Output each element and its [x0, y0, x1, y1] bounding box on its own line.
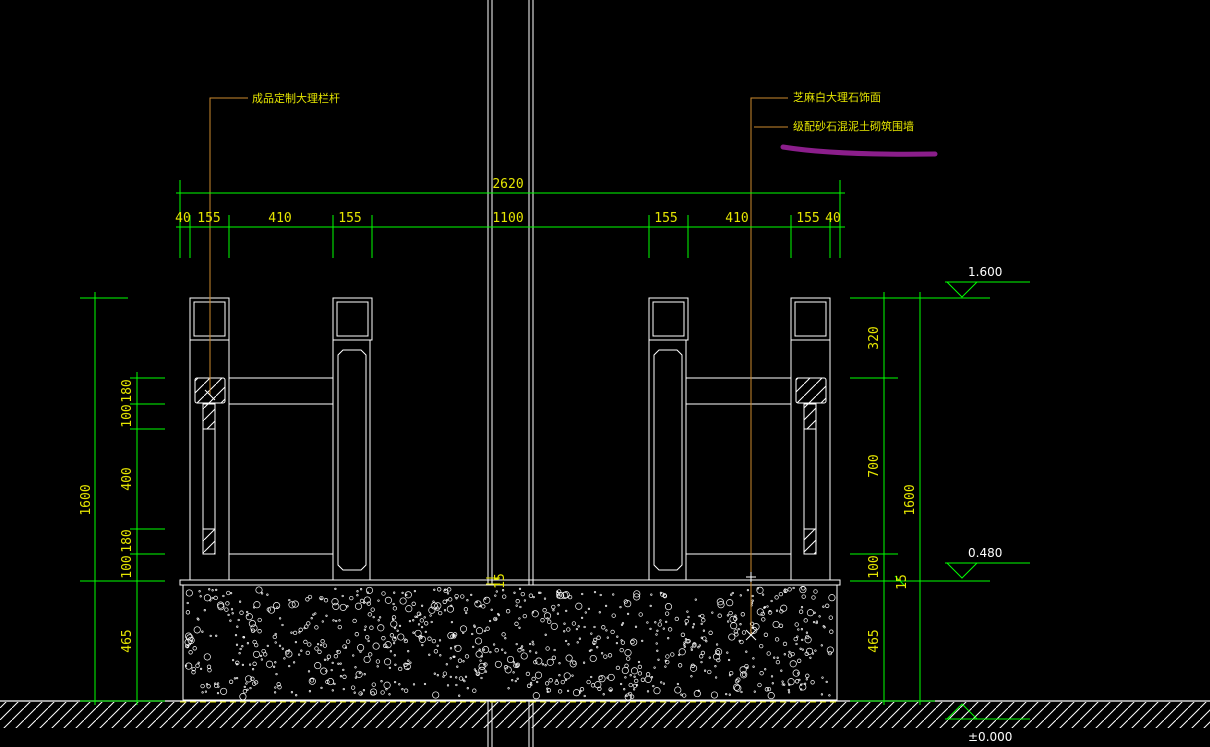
- level-mid-label: 0.480: [968, 546, 1002, 560]
- concrete-wall-base: [179, 579, 841, 701]
- concrete-stipple: [184, 586, 836, 701]
- dim-left-100-top: 100: [120, 404, 135, 427]
- dim-right-seg-2: 410: [725, 211, 748, 226]
- left-dimension-lines: [80, 292, 165, 705]
- dim-overall: 2620: [492, 177, 523, 192]
- right-dimension-lines: [850, 292, 990, 705]
- right-railing: [648, 297, 831, 581]
- dim-left-seg-1: 40: [175, 211, 191, 226]
- ground-hatch: [0, 700, 1210, 728]
- dim-left-seg-2: 155: [197, 211, 220, 226]
- callout-concrete-wall: 级配砂石混泥土砌筑围墙: [793, 119, 914, 133]
- dim-right-320: 320: [867, 326, 882, 349]
- dim-right-base: 465: [867, 629, 882, 652]
- right-post-outer: [790, 339, 831, 581]
- dim-right-seg-3: 155: [796, 211, 819, 226]
- dim-center-mark: 15: [493, 573, 508, 589]
- center-mark: [486, 577, 500, 585]
- dim-center: 1100: [492, 211, 523, 226]
- dim-left-seg-3: 410: [268, 211, 291, 226]
- dim-left-base: 465: [120, 629, 135, 652]
- level-top-label: 1.600: [968, 265, 1002, 279]
- callout-marble-facing: 芝麻白大理石饰面: [793, 90, 881, 104]
- callout-left-railing: 成品定制大理栏杆: [252, 91, 340, 105]
- dim-right-seg-4: 40: [825, 211, 841, 226]
- dim-left-180-bottom: 180: [120, 529, 135, 552]
- dim-left-seg-4: 155: [338, 211, 361, 226]
- dim-right-seg-1: 155: [654, 211, 677, 226]
- dim-left-total: 1600: [79, 484, 94, 515]
- left-inner-post: [332, 339, 371, 581]
- right-inner-post: [648, 339, 687, 581]
- level-ground-label: ±0.000: [968, 730, 1012, 744]
- dim-left-400: 400: [120, 467, 135, 490]
- level-markers: [945, 281, 1030, 720]
- leader-lines: [204, 97, 788, 641]
- dim-right-15: 15: [895, 574, 910, 590]
- dim-left-100-bottom: 100: [120, 555, 135, 578]
- dim-right-total: 1600: [903, 484, 918, 515]
- highlight-stroke: [780, 144, 938, 157]
- top-dimension-lines: [176, 180, 845, 258]
- right-baluster-detail: [795, 377, 827, 404]
- dim-right-700: 700: [867, 454, 882, 477]
- dim-right-100: 100: [867, 555, 882, 578]
- dim-left-180-top: 180: [120, 379, 135, 402]
